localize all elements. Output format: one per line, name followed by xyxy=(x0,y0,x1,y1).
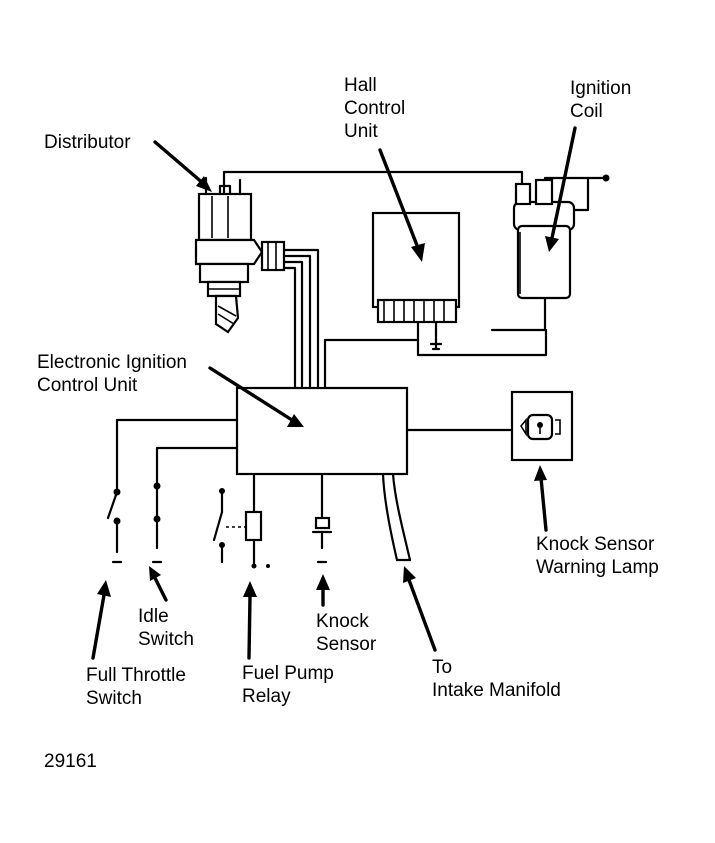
idle-switch-symbol xyxy=(151,482,163,564)
labels: Distributor Hall Control Unit Ignition C… xyxy=(37,75,659,772)
figure-number: 29161 xyxy=(44,751,97,772)
ignition-coil xyxy=(512,178,576,300)
knock-sensor-warning-lamp xyxy=(510,390,574,462)
label-knock-line1: Knock xyxy=(316,611,369,632)
label-ecu-line2: Control Unit xyxy=(37,375,138,396)
label-coil-line2: Coil xyxy=(570,101,603,122)
label-knock-line2: Sensor xyxy=(316,634,377,655)
label-intake-line1: To xyxy=(432,657,452,678)
label-hall-line1: Hall xyxy=(344,75,377,96)
full-throttle-switch-symbol xyxy=(106,488,123,564)
label-coil-line1: Ignition xyxy=(570,78,631,99)
label-distributor: Distributor xyxy=(44,132,131,153)
label-intake-line2: Intake Manifold xyxy=(432,680,561,701)
label-ecu-line1: Electronic Ignition xyxy=(37,352,187,373)
label-lamp-line1: Knock Sensor xyxy=(536,534,655,555)
label-relay-line1: Fuel Pump xyxy=(242,663,334,684)
hall-control-unit xyxy=(371,211,461,324)
label-hall-line2: Control xyxy=(344,98,405,119)
wiring xyxy=(115,170,610,567)
label-relay-line2: Relay xyxy=(242,686,291,707)
label-idle-line1: Idle xyxy=(138,606,169,627)
fuel-pump-relay-symbol xyxy=(212,488,270,569)
label-lamp-line2: Warning Lamp xyxy=(536,557,659,578)
leader-arrows xyxy=(91,126,577,660)
label-throttle-line2: Switch xyxy=(86,688,142,709)
distributor xyxy=(194,176,286,334)
label-idle-line2: Switch xyxy=(138,629,194,650)
knock-sensor-symbol xyxy=(311,516,333,564)
label-hall-line3: Unit xyxy=(344,121,379,142)
label-throttle-line1: Full Throttle xyxy=(86,665,186,686)
